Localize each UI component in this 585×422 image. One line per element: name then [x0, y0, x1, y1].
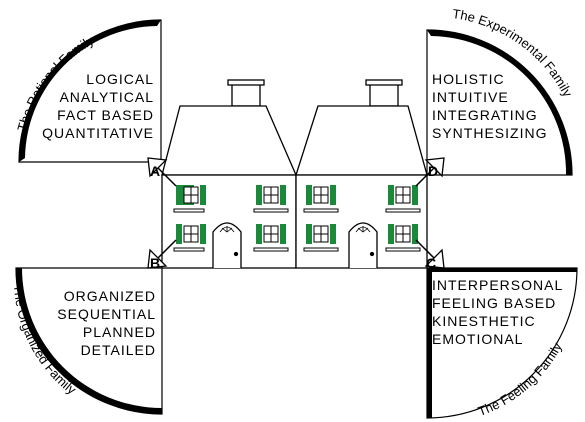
letter-b: B: [150, 255, 160, 271]
quadrant-c-text: INTERPERSONAL FEELING BASED KINESTHETIC …: [432, 277, 563, 347]
quadrant-c-line-4: EMOTIONAL: [432, 331, 523, 347]
quadrant-d-line-2: INTUITIVE: [432, 89, 509, 105]
arrow-d: D: [415, 157, 445, 187]
letter-d: D: [428, 163, 438, 179]
right-roof: [295, 105, 428, 176]
quadrant-b-line-1: ORGANIZED: [64, 288, 156, 304]
right-chimney-cap: [365, 79, 403, 86]
quadrant-b-line-2: SEQUENTIAL: [57, 306, 156, 322]
quadrant-a: [18, 19, 162, 163]
quadrant-d-text: HOLISTIC INTUITIVE INTEGRATING SYNTHESIZ…: [432, 71, 547, 141]
arrow-b: B: [147, 239, 177, 271]
right-door: [348, 222, 378, 268]
letter-c: C: [426, 255, 436, 271]
house: [161, 79, 428, 269]
left-chimney-cap: [227, 79, 265, 86]
quadrant-a-line-4: QUANTITATIVE: [42, 125, 154, 141]
right-chimney: [369, 83, 399, 107]
quadrant-c-line-3: KINESTHETIC: [432, 313, 536, 329]
quadrant-b-line-3: PLANNED: [83, 324, 156, 340]
letter-a: A: [150, 163, 160, 179]
quadrant-b: [15, 267, 163, 415]
quadrant-b-line-4: DETAILED: [81, 342, 156, 358]
arrow-c: C: [415, 239, 445, 271]
left-door: [212, 222, 242, 268]
quadrant-c-line-2: FEELING BASED: [432, 295, 556, 311]
quadrant-a-line-3: FACT BASED: [57, 107, 154, 123]
quadrant-d: [426, 29, 573, 176]
left-chimney: [231, 83, 261, 107]
quadrant-c-line-1: INTERPERSONAL: [432, 277, 563, 293]
quadrant-c: [426, 267, 578, 419]
windows: [173, 185, 421, 252]
quadrant-d-line-3: INTEGRATING: [432, 107, 538, 123]
quadrant-d-line-1: HOLISTIC: [432, 71, 505, 87]
quadrant-a-text: LOGICAL ANALYTICAL FACT BASED QUANTITATI…: [42, 71, 154, 141]
quadrant-d-line-4: SYNTHESIZING: [432, 125, 547, 141]
arrow-a: A: [147, 157, 177, 187]
quadrant-a-line-2: ANALYTICAL: [59, 89, 154, 105]
quadrant-b-text: ORGANIZED SEQUENTIAL PLANNED DETAILED: [57, 288, 156, 358]
left-roof: [161, 105, 297, 176]
quadrant-a-line-1: LOGICAL: [86, 71, 154, 87]
